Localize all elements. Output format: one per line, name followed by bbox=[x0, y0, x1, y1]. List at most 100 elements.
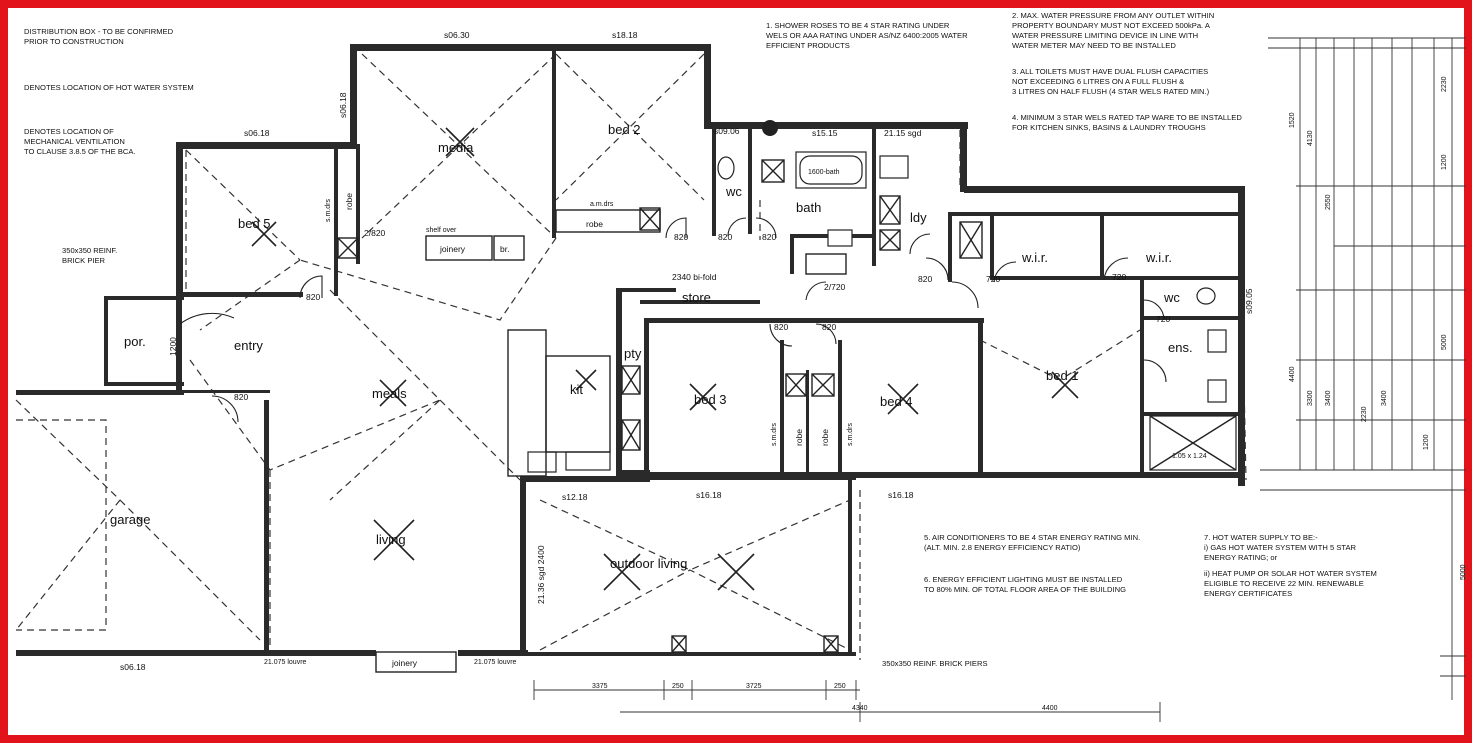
note-3-line-3: 3 LITRES ON HALF FLUSH (4 STAR WELS RATE… bbox=[1012, 87, 1210, 96]
dim-text: 21.075 louvre bbox=[264, 659, 307, 666]
note-2-line-2: PROPERTY BOUNDARY MUST NOT EXCEED 500kPa… bbox=[1012, 21, 1211, 30]
room-label-porch: por. bbox=[124, 334, 146, 349]
dim-label: 250 bbox=[834, 683, 846, 690]
room-label-bed-2: bed 2 bbox=[608, 122, 641, 137]
door-label: 820 bbox=[718, 232, 732, 242]
door-label: 820 bbox=[674, 232, 688, 242]
room-label-store: store bbox=[682, 290, 711, 305]
note-7-line-5: ELIGIBLE TO RECEIVE 22 MIN. RENEWABLE bbox=[1204, 579, 1364, 588]
dim-label: 2550 bbox=[1325, 194, 1332, 210]
dim-label: 1200 bbox=[1441, 154, 1448, 170]
room-label-ensuite: ens. bbox=[1168, 340, 1193, 355]
room-label-robe-bed3: robe bbox=[794, 429, 804, 446]
dim-label: 2230 bbox=[1361, 406, 1368, 422]
hot-water-note: DENOTES LOCATION OF HOT WATER SYSTEM bbox=[24, 83, 194, 92]
laundry-tub-icon bbox=[879, 155, 909, 179]
note-1-line-1: 1. SHOWER ROSES TO BE 4 STAR RATING UNDE… bbox=[766, 21, 950, 30]
dim-text: 21.15 sgd bbox=[884, 128, 922, 138]
distribution-note-line-2: PRIOR TO CONSTRUCTION bbox=[24, 37, 124, 46]
room-label-kitchen: kit bbox=[570, 382, 583, 397]
room-label-living: living bbox=[376, 532, 406, 547]
dim-text: s09.05 bbox=[1244, 288, 1254, 314]
dim-text: 2340 bi-fold bbox=[672, 272, 717, 282]
notes-bottom-right: 5. AIR CONDITIONERS TO BE 4 STAR ENERGY … bbox=[882, 533, 1377, 668]
dimension-annotations: s06.30 s18.18 s06.18 s06.18 s15.15 21.15… bbox=[120, 30, 1254, 672]
right-dimension-labels: 2230 4130 1520 2550 1200 5000 4400 3300 … bbox=[1289, 76, 1467, 580]
note-5-line-2: (ALT. MIN. 2.8 ENERGY EFFICIENCY RATIO) bbox=[924, 543, 1081, 552]
door-label: 820 bbox=[918, 274, 932, 284]
dim-text: s.m.drs bbox=[847, 423, 854, 446]
toilet-icon bbox=[1196, 287, 1216, 305]
room-label-bed-3: bed 3 bbox=[694, 392, 727, 407]
room-label-wir-1: w.i.r. bbox=[1021, 250, 1048, 265]
room-label-robe-bed5: robe bbox=[344, 193, 354, 210]
dim-text: s15.15 bbox=[812, 128, 838, 138]
door-label: 720 bbox=[1112, 272, 1126, 282]
dim-label: 5000 bbox=[1460, 564, 1467, 580]
note-4-line-2: FOR KITCHEN SINKS, BASINS & LAUNDRY TROU… bbox=[1012, 123, 1206, 132]
note-5-line-1: 5. AIR CONDITIONERS TO BE 4 STAR ENERGY … bbox=[924, 533, 1140, 542]
door-label: 820 bbox=[306, 292, 320, 302]
dim-label: 4400 bbox=[1042, 705, 1058, 712]
room-label-bar: br. bbox=[500, 244, 509, 254]
dim-label: 4400 bbox=[1289, 366, 1296, 382]
room-labels: bed 5 media bed 2 wc bath ldy w.i.r. w.i… bbox=[110, 122, 1193, 668]
light-fitting-icon bbox=[717, 553, 755, 591]
room-label-bed-1: bed 1 bbox=[1046, 368, 1079, 383]
dim-label: 4130 bbox=[1307, 130, 1314, 146]
dim-text: 1.05 x 1.24 bbox=[1172, 453, 1207, 460]
kitchen-island bbox=[545, 355, 611, 453]
door-label: 2/820 bbox=[364, 228, 386, 238]
fixtures bbox=[337, 151, 1237, 477]
note-7-line-2: i) GAS HOT WATER SYSTEM WITH 5 STAR bbox=[1204, 543, 1357, 552]
light-fitting-icon bbox=[379, 379, 407, 407]
room-label-garage: garage bbox=[110, 512, 150, 527]
hot-water-system-icon bbox=[762, 120, 778, 136]
room-label-robe-bed4: robe bbox=[820, 429, 830, 446]
sink-icon bbox=[527, 451, 557, 473]
dim-text: s12.18 bbox=[562, 492, 588, 502]
dim-text: s16.18 bbox=[696, 490, 722, 500]
room-label-bed-4: bed 4 bbox=[880, 394, 913, 409]
dim-text: s.m.drs bbox=[325, 199, 332, 222]
room-label-joinery: joinery bbox=[439, 244, 466, 254]
dim-label: 2230 bbox=[1441, 76, 1448, 92]
dim-label: 4340 bbox=[852, 705, 868, 712]
room-label-entry: entry bbox=[234, 338, 263, 353]
dim-label: 1520 bbox=[1289, 112, 1296, 128]
note-4-line-1: 4. MINIMUM 3 STAR WELS RATED TAP WARE TO… bbox=[1012, 113, 1242, 122]
room-label-bath: bath bbox=[796, 200, 821, 215]
dim-label: 1200 bbox=[1423, 434, 1430, 450]
dim-text: s06.18 bbox=[244, 128, 270, 138]
mech-vent-note-line-3: TO CLAUSE 3.8.5 OF THE BCA. bbox=[24, 147, 136, 156]
dim-text: s18.18 bbox=[612, 30, 638, 40]
light-fitting-icon bbox=[1051, 371, 1079, 399]
light-fitting-icon bbox=[251, 221, 277, 247]
dim-label: 5000 bbox=[1441, 334, 1448, 350]
room-label-laundry: ldy bbox=[910, 210, 927, 225]
door-label: 720 bbox=[986, 274, 1000, 284]
dim-label: 3400 bbox=[1325, 390, 1332, 406]
mech-vent-note-line-1: DENOTES LOCATION OF bbox=[24, 127, 114, 136]
note-3-line-2: NOT EXCEEDING 6 LITRES ON A FULL FLUSH & bbox=[1012, 77, 1184, 86]
dim-text: 21.075 louvre bbox=[474, 659, 517, 666]
door-label: 2/720 bbox=[824, 282, 846, 292]
note-7-line-3: ENERGY RATING; or bbox=[1204, 553, 1278, 562]
notes-top-middle: 1. SHOWER ROSES TO BE 4 STAR RATING UNDE… bbox=[766, 11, 1242, 132]
note-6-line-1: 6. ENERGY EFFICIENT LIGHTING MUST BE INS… bbox=[924, 575, 1123, 584]
dim-label: 3300 bbox=[1307, 390, 1314, 406]
dim-text: shelf over bbox=[426, 227, 457, 234]
light-fittings bbox=[251, 127, 1079, 591]
door-label: 820 bbox=[234, 392, 248, 402]
note-7-line-4: ii) HEAT PUMP OR SOLAR HOT WATER SYSTEM bbox=[1204, 569, 1377, 578]
door-label: 820 bbox=[762, 232, 776, 242]
door-swings bbox=[179, 217, 1167, 423]
note-7-line-6: ENERGY CERTIFICATES bbox=[1204, 589, 1292, 598]
room-label-joinery-bottom: joinery bbox=[391, 658, 418, 668]
bathtub-inner-icon bbox=[799, 155, 863, 185]
dim-label: 250 bbox=[672, 683, 684, 690]
basin-icon bbox=[1207, 379, 1227, 403]
door-label: 1200 bbox=[168, 337, 178, 356]
door-label: 720 bbox=[1156, 314, 1170, 324]
room-label-pantry: pty bbox=[624, 346, 642, 361]
